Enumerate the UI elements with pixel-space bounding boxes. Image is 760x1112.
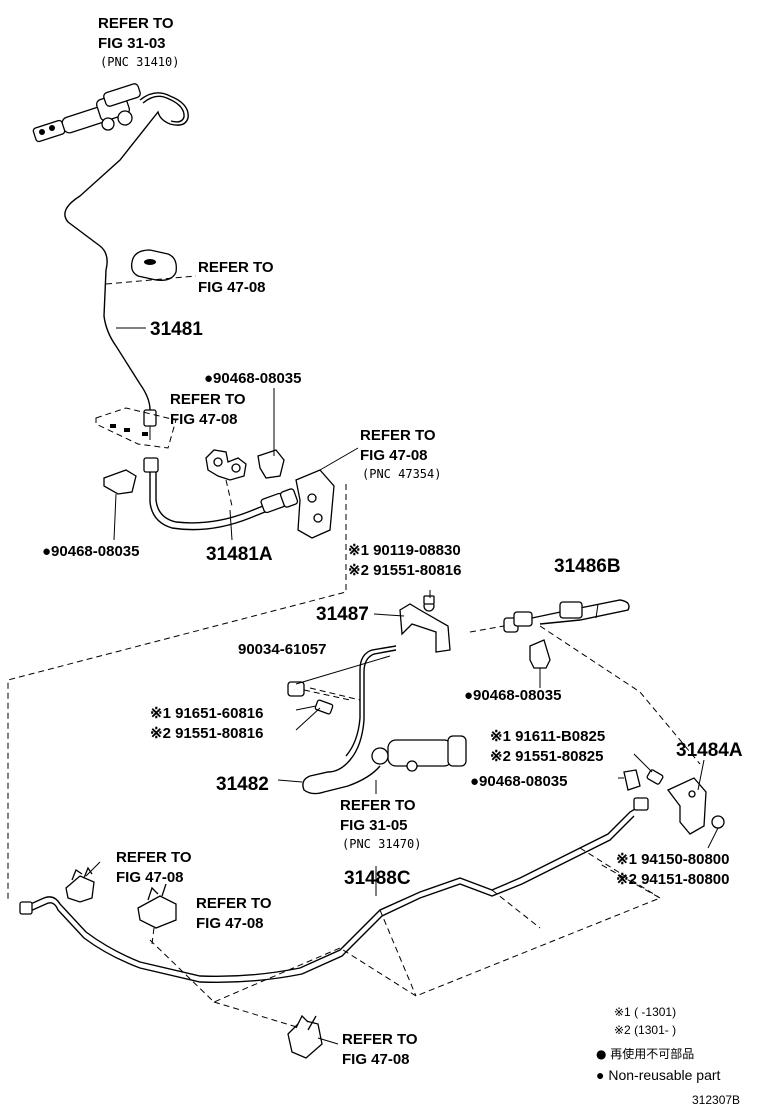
ref-grommet-line2: FIG 47-08 [198, 279, 266, 296]
ref-clamp-line1: REFER TO [170, 391, 246, 408]
mount-plate-outline [95, 407, 177, 449]
clutch-pipe-31482-drawing [287, 645, 397, 795]
legend-period-2: ※2 (1301- ) [614, 1023, 676, 1037]
clip-90468-right-label: ●90468-08035 [464, 687, 561, 704]
ref-grommet-line1: REFER TO [198, 259, 274, 276]
ref-master-cylinder-pnc: (PNC 31410) [100, 55, 179, 69]
pipe-clamp-left-drawing [65, 861, 101, 903]
double-clamp-drawing [205, 449, 247, 507]
legend-period-1: ※1 ( -1301) [614, 1005, 676, 1019]
ref-master-cylinder-line1: REFER TO [98, 15, 174, 32]
pipe-clamp-bottom-drawing [287, 1014, 339, 1059]
bolt-91651-drawing [295, 699, 334, 715]
nut-94151-label: ※2 94151-80800 [616, 871, 730, 888]
guide-line-right [539, 625, 701, 765]
clutch-pipe-31486b-drawing [469, 599, 630, 633]
ref-release-cylinder-pnc: (PNC 31470) [342, 837, 421, 851]
flexible-hose-bracket-drawing [295, 447, 359, 539]
bolt-91551-80816-upper-label: ※2 91551-80816 [348, 562, 462, 579]
clutch-pipe-31488c-drawing [19, 797, 649, 984]
bolt-90119-label: ※1 90119-08830 [348, 542, 461, 559]
ref-bracket-pnc: (PNC 47354) [362, 467, 441, 481]
guide-line-middle [309, 687, 361, 701]
bolt-91651-label: ※1 91651-60816 [150, 705, 264, 722]
bolt-91611-label: ※1 91611-B0825 [490, 728, 605, 745]
part-31481a-label: 31481A [206, 544, 273, 565]
ref-master-cylinder-line2: FIG 31-03 [98, 35, 166, 52]
bracket-31484a-drawing [623, 759, 725, 849]
part-31481-label: 31481 [150, 319, 203, 340]
ref-clamp-middle-line1: REFER TO [196, 895, 272, 912]
clutch-hose-31481a-drawing [143, 457, 299, 531]
ref-clamp-line2: FIG 47-08 [170, 411, 238, 428]
part-31486b-label: 31486B [554, 556, 621, 577]
ref-release-cylinder-line2: FIG 31-05 [340, 817, 408, 834]
ref-clamp-middle-line2: FIG 47-08 [196, 915, 264, 932]
clip-left-drawing [103, 469, 137, 541]
part-31488c-label: 31488C [344, 868, 411, 889]
clutch-master-cylinder-drawing [32, 83, 141, 143]
part-31487-label: 31487 [316, 604, 369, 625]
bracket-31487-drawing [399, 595, 451, 653]
ref-bracket-line1: REFER TO [360, 427, 436, 444]
clip-right-drawing [529, 639, 551, 688]
grommet-drawing [105, 249, 197, 285]
legend-non-reusable-jp: ● 再使用不可部品 [596, 1046, 694, 1061]
bolt-91551-80825-label: ※2 91551-80825 [490, 748, 604, 765]
pipe-clamp-middle-drawing [137, 883, 177, 945]
clutch-release-cylinder-drawing [371, 735, 467, 794]
nut-94150-label: ※1 94150-80800 [616, 851, 730, 868]
ref-clamp-left-line1: REFER TO [116, 849, 192, 866]
guide-line-left [7, 484, 347, 900]
ref-bracket-line2: FIG 47-08 [360, 447, 428, 464]
clip-upper-drawing [257, 388, 285, 479]
pipe-frame-outline-2 [213, 847, 661, 1029]
clip-90468-lower-label: ●90468-08035 [470, 773, 567, 790]
ref-clamp-bottom-line2: FIG 47-08 [342, 1051, 410, 1068]
clip-90468-upper-label: ●90468-08035 [204, 370, 301, 387]
leader-lines [116, 327, 653, 896]
plug-90034-label: 90034-61057 [238, 641, 326, 658]
ref-release-cylinder-line1: REFER TO [340, 797, 416, 814]
bolt-91551-80816-lower-label: ※2 91551-80816 [150, 725, 264, 742]
ref-clamp-bottom-line1: REFER TO [342, 1031, 418, 1048]
clip-90468-left-label: ●90468-08035 [42, 543, 139, 560]
part-31482-label: 31482 [216, 774, 269, 795]
part-31484a-label: 31484A [676, 740, 743, 761]
ref-clamp-left-line2: FIG 47-08 [116, 869, 184, 886]
legend-non-reusable-en: ● Non-reusable part [596, 1067, 721, 1083]
figure-code: 312307B [692, 1093, 740, 1107]
clutch-pipe-31481-drawing [64, 92, 189, 440]
